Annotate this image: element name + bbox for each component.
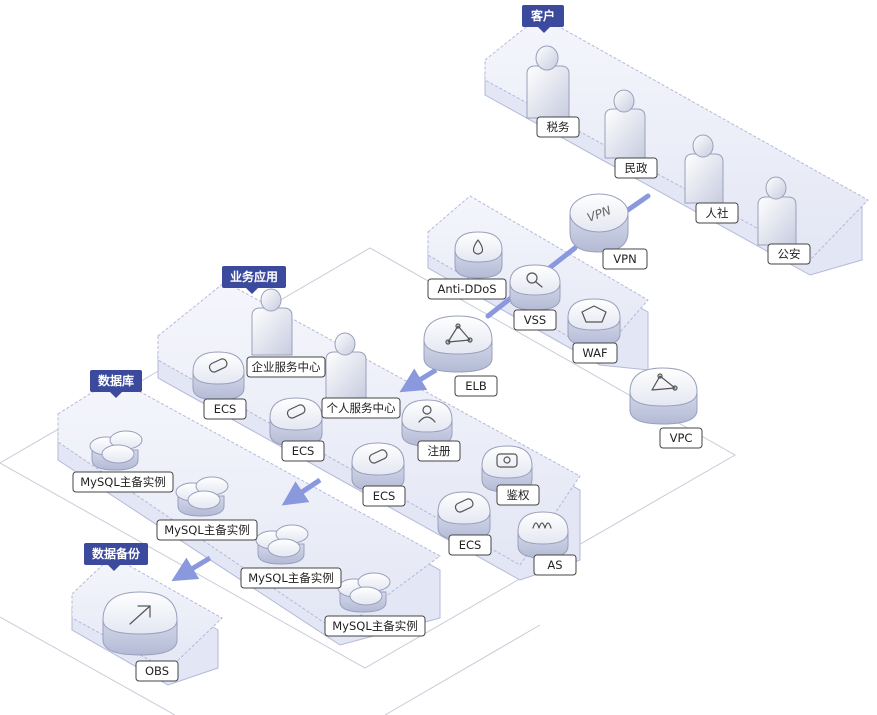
firewall-icon <box>581 305 607 323</box>
upload-arrow-icon <box>129 605 151 625</box>
svg-text:税务: 税务 <box>547 120 570 134</box>
svg-text:ECS: ECS <box>459 538 482 552</box>
label-enterprise-center: 企业服务中心 <box>246 356 326 378</box>
ecs-block-4 <box>437 491 491 541</box>
svg-text:VPN: VPN <box>613 252 636 266</box>
svg-text:ELB: ELB <box>465 379 487 393</box>
svg-text:VSS: VSS <box>524 313 546 327</box>
mysql-cluster-4 <box>337 572 391 613</box>
label-mysql-4: MySQL主备实例 <box>324 615 426 637</box>
svg-text:注册: 注册 <box>428 444 451 458</box>
label-vpn: VPN <box>602 248 648 270</box>
auth-block <box>481 445 533 493</box>
person-icon-hr <box>684 134 724 204</box>
server-icon <box>454 498 474 513</box>
svg-text:ECS: ECS <box>292 444 315 458</box>
shield-icon <box>472 239 484 255</box>
title-database: 数据库 <box>90 370 142 398</box>
person-icon-enterprise <box>251 288 293 356</box>
vpn-block: VPN <box>569 193 629 253</box>
label-antiddos: Anti-DDoS <box>427 278 507 300</box>
svg-text:MySQL主备实例: MySQL主备实例 <box>164 523 250 537</box>
svg-text:企业服务中心: 企业服务中心 <box>252 360 321 374</box>
svg-text:业务应用: 业务应用 <box>230 269 278 284</box>
ecs-block-1 <box>192 351 245 401</box>
svg-text:Anti-DDoS: Anti-DDoS <box>437 282 496 296</box>
label-auth: 鉴权 <box>496 484 540 506</box>
person-icon-police <box>757 176 797 246</box>
svg-text:OBS: OBS <box>145 664 169 678</box>
svg-text:鉴权: 鉴权 <box>507 488 530 502</box>
ecs-block-3 <box>351 442 405 492</box>
vpc-block <box>629 367 698 425</box>
label-as: AS <box>533 554 577 576</box>
svg-text:个人服务中心: 个人服务中心 <box>327 401 396 415</box>
flow-database-to-backup <box>171 555 212 582</box>
register-block <box>401 399 453 447</box>
svg-text:MySQL主备实例: MySQL主备实例 <box>332 619 418 633</box>
vss-block <box>509 264 561 311</box>
server-icon <box>208 358 228 373</box>
label-vpc: VPC <box>659 427 703 449</box>
label-police: 公安 <box>767 243 811 265</box>
autoscaling-icon <box>532 522 552 529</box>
label-waf: WAF <box>572 342 618 364</box>
flow-customers-to-vpn <box>622 193 651 215</box>
title-backup: 数据备份 <box>84 543 148 571</box>
svg-text:数据库: 数据库 <box>98 373 134 388</box>
id-card-icon <box>496 453 518 468</box>
label-ecs-2: ECS <box>281 440 325 462</box>
server-icon <box>286 404 306 419</box>
label-personal-center: 个人服务中心 <box>321 397 401 419</box>
as-block <box>517 511 569 559</box>
label-hr: 人社 <box>695 202 739 224</box>
svg-text:MySQL主备实例: MySQL主备实例 <box>248 571 334 585</box>
person-icon-civil <box>604 89 646 159</box>
svg-text:人社: 人社 <box>706 206 729 220</box>
svg-text:民政: 民政 <box>625 161 648 175</box>
flow-elb-to-business <box>399 367 438 393</box>
elb-block <box>423 315 493 373</box>
svg-text:WAF: WAF <box>582 346 607 360</box>
waf-block <box>567 298 621 347</box>
title-business: 业务应用 <box>222 266 286 294</box>
label-civil: 民政 <box>614 157 658 179</box>
obs-block <box>102 591 178 656</box>
title-customers: 客户 <box>522 5 564 33</box>
label-register: 注册 <box>417 440 461 462</box>
label-tax: 税务 <box>536 116 580 138</box>
svg-text:数据备份: 数据备份 <box>92 546 141 561</box>
user-icon <box>418 405 436 423</box>
svg-text:VPC: VPC <box>670 431 693 445</box>
label-ecs-1: ECS <box>203 398 247 420</box>
person-icon-personal <box>325 332 367 399</box>
label-mysql-1: MySQL主备实例 <box>72 471 174 493</box>
ecs-block-2 <box>269 397 323 447</box>
label-elb: ELB <box>454 375 498 397</box>
person-icon-tax <box>526 45 570 119</box>
label-vss: VSS <box>513 309 557 331</box>
label-mysql-3: MySQL主备实例 <box>240 567 342 589</box>
label-ecs-3: ECS <box>362 485 406 507</box>
svg-text:ECS: ECS <box>373 489 396 503</box>
label-obs: OBS <box>135 660 179 682</box>
magnifier-icon <box>526 272 543 288</box>
antiddos-block <box>454 231 503 279</box>
svg-text:ECS: ECS <box>214 402 237 416</box>
server-icon <box>368 449 388 464</box>
svg-text:客户: 客户 <box>530 8 555 23</box>
svg-text:AS: AS <box>547 558 562 572</box>
flow-business-to-database <box>281 477 322 506</box>
mysql-cluster-1 <box>89 430 143 471</box>
svg-text:MySQL主备实例: MySQL主备实例 <box>80 475 166 489</box>
svg-text:公安: 公安 <box>778 247 801 261</box>
network-icon <box>651 373 678 391</box>
label-ecs-4: ECS <box>448 534 492 556</box>
mysql-cluster-2 <box>175 476 229 517</box>
load-balancer-icon <box>445 323 473 345</box>
label-mysql-2: MySQL主备实例 <box>156 519 258 541</box>
